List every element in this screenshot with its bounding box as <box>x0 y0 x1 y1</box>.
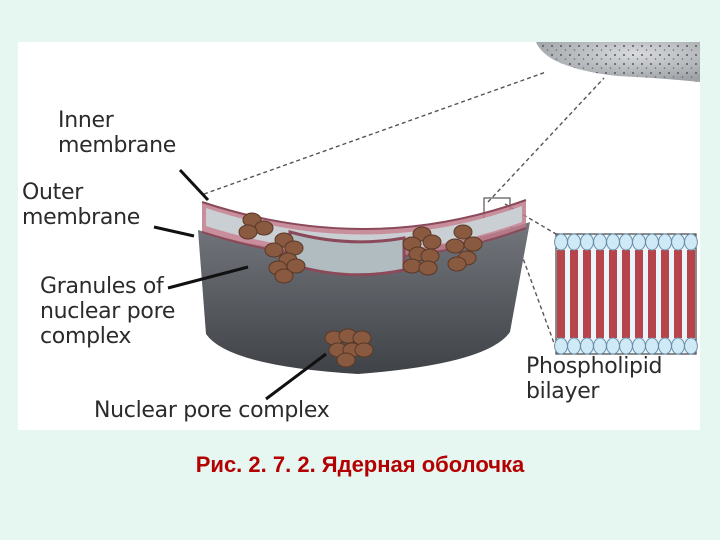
pore-granule <box>265 243 283 257</box>
pore-granule <box>419 261 437 275</box>
lipid-tail <box>687 292 695 338</box>
lipid-tail <box>661 250 669 296</box>
lipid-tail <box>622 292 630 338</box>
pore-granule <box>355 343 373 357</box>
lipid-head <box>594 338 607 354</box>
lipid-head <box>659 338 672 354</box>
lipid-head <box>620 234 633 250</box>
lipid-tail <box>648 250 656 296</box>
pore-granule <box>446 239 464 253</box>
lipid-tail <box>583 292 591 338</box>
lipid-head <box>685 338 698 354</box>
lipid-tail <box>687 250 695 296</box>
lipid-tail <box>596 250 604 296</box>
lipid-tail <box>635 292 643 338</box>
pore-granule <box>337 353 355 367</box>
lipid-tail <box>622 250 630 296</box>
lipid-tail <box>570 292 578 338</box>
nuclear-envelope-figure: Inner membrane Outer membrane Granules o… <box>18 42 700 430</box>
lipid-tail <box>557 292 565 338</box>
lipid-head <box>672 234 685 250</box>
lipid-head <box>659 234 672 250</box>
pore-granule <box>239 225 257 239</box>
lipid-head <box>555 234 568 250</box>
phospholipid-bilayer-label: Phospholipid bilayer <box>526 354 662 404</box>
lipid-tail <box>609 292 617 338</box>
lipid-head <box>581 234 594 250</box>
figure-caption: Рис. 2. 7. 2. Ядерная оболочка <box>0 452 720 478</box>
pore-granule <box>255 221 273 235</box>
lipid-head <box>646 338 659 354</box>
lipid-head <box>672 338 685 354</box>
pore-granule <box>448 257 466 271</box>
pore-granule <box>403 259 421 273</box>
lipid-tail <box>674 292 682 338</box>
pore-granule <box>464 237 482 251</box>
lipid-head <box>633 338 646 354</box>
lipid-head <box>646 234 659 250</box>
pore-granule <box>454 225 472 239</box>
lipid-tail <box>648 292 656 338</box>
lipid-head <box>581 338 594 354</box>
lipid-tail <box>635 250 643 296</box>
lipid-head <box>555 338 568 354</box>
inner-membrane-label: Inner membrane <box>58 108 176 158</box>
lipid-tail <box>596 292 604 338</box>
lipid-tail <box>570 250 578 296</box>
lipid-tail <box>674 250 682 296</box>
phospholipid-bilayer-inset <box>555 234 698 354</box>
pore-granule <box>423 235 441 249</box>
nucleus-illustration <box>536 42 700 82</box>
lipid-head <box>568 338 581 354</box>
pore-granule <box>275 269 293 283</box>
lipid-head <box>607 234 620 250</box>
lipid-head <box>594 234 607 250</box>
lipid-tail <box>609 250 617 296</box>
nuclear-pore-complex-label: Nuclear pore complex <box>94 398 329 423</box>
lipid-tail <box>557 250 565 296</box>
lipid-tail <box>661 292 669 338</box>
lipid-head <box>620 338 633 354</box>
outer-membrane-label: Outer membrane <box>22 180 140 230</box>
lipid-tail <box>583 250 591 296</box>
lipid-head <box>607 338 620 354</box>
lipid-head <box>633 234 646 250</box>
lipid-head <box>568 234 581 250</box>
granules-label: Granules of nuclear pore complex <box>40 274 175 349</box>
lipid-head <box>685 234 698 250</box>
